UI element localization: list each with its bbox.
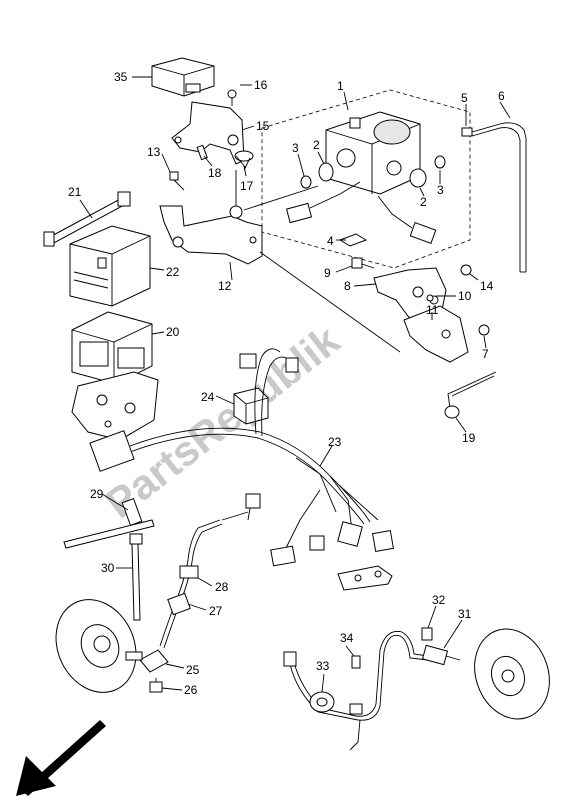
callout-14: 14 [480, 279, 494, 293]
bolt-7 [478, 324, 490, 336]
callout-16: 16 [254, 78, 268, 92]
nut-10 [426, 294, 434, 302]
cable-tie-30 [129, 533, 143, 621]
callout-15: 15 [256, 119, 270, 133]
plate-11 [403, 305, 469, 363]
grommet-33 [309, 691, 335, 713]
bracket-12 [159, 170, 263, 265]
ref-line [259, 251, 401, 353]
damper-2-left [318, 162, 334, 182]
bracket-15 [171, 89, 245, 165]
fitting-5 [461, 127, 473, 137]
callout-30: 30 [101, 561, 115, 575]
cable-tie-29 [63, 498, 155, 549]
band-17 [234, 150, 254, 171]
bolt-34 [351, 655, 361, 669]
callout-34: 34 [340, 631, 354, 645]
callout-1: 1 [337, 79, 344, 93]
callout-13: 13 [147, 145, 161, 159]
callout-17: 17 [240, 179, 254, 193]
assembly-boundary [261, 89, 471, 269]
front-sensor-lead [159, 493, 261, 649]
nut-14 [460, 264, 472, 276]
callout-18: 18 [208, 166, 222, 180]
callout-22: 22 [166, 265, 180, 279]
ref-line [243, 185, 319, 211]
callout-2b: 2 [420, 195, 427, 209]
cover-22 [69, 225, 151, 307]
callout-3: 3 [292, 141, 299, 155]
pipe-6 [471, 122, 527, 273]
bolt-13 [169, 171, 185, 191]
callout-2: 2 [313, 138, 320, 152]
label-4 [338, 233, 368, 247]
relay-24 [233, 387, 269, 425]
callout-35: 35 [114, 70, 128, 84]
callout-31: 31 [458, 607, 472, 621]
bolt-26 [149, 678, 163, 693]
bolt-9 [351, 257, 375, 269]
callout-10: 10 [458, 289, 472, 303]
callout-25: 25 [186, 663, 200, 677]
leader-lines [79, 76, 511, 693]
callout-6: 6 [498, 89, 505, 103]
strap-21 [43, 191, 131, 247]
callout-33: 33 [316, 659, 330, 673]
callout-7: 7 [482, 347, 489, 361]
front-sensor-25 [125, 649, 169, 673]
front-direction-arrow-icon [16, 720, 106, 796]
callout-27: 27 [209, 604, 223, 618]
collar-3-left [300, 175, 312, 189]
callout-4: 4 [327, 234, 334, 248]
callout-9: 9 [324, 266, 331, 280]
rear-disc-rotor [474, 628, 550, 720]
callout-28: 28 [215, 580, 229, 594]
callout-5: 5 [461, 91, 468, 105]
damper-2-right [409, 168, 427, 188]
callout-32: 32 [432, 593, 446, 607]
bracket-plate [71, 371, 159, 441]
callout-12: 12 [218, 279, 232, 293]
callout-29: 29 [90, 487, 104, 501]
front-disc-rotor [55, 599, 137, 693]
callout-23: 23 [328, 435, 342, 449]
sensor-lead-19 [444, 371, 497, 419]
callout-24: 24 [201, 390, 215, 404]
ecu-module [151, 57, 215, 97]
connector-left [285, 181, 361, 224]
callout-21: 21 [68, 185, 82, 199]
connector-right [377, 195, 437, 244]
bolt-32 [421, 627, 433, 641]
callout-8: 8 [344, 279, 351, 293]
unit-20 [71, 311, 153, 385]
rear-sensor-31 [421, 644, 461, 666]
collar-18 [196, 144, 208, 161]
callout-3b: 3 [437, 183, 444, 197]
callout-labels: 1 2 2 3 3 4 5 6 7 8 9 10 11 12 13 14 15 … [68, 70, 505, 697]
callout-11: 11 [426, 303, 439, 317]
rear-sensor-lead [283, 630, 429, 751]
callout-19: 19 [462, 431, 476, 445]
hydraulic-unit [325, 111, 421, 195]
collar-3-right [434, 155, 446, 169]
wire-harness-23 [89, 348, 395, 591]
callout-26: 26 [184, 683, 198, 697]
callout-20: 20 [166, 325, 180, 339]
